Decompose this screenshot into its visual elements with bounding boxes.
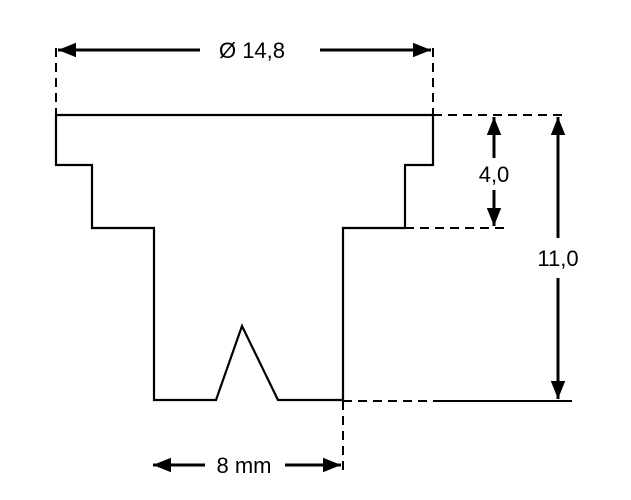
offset-label: 8 mm — [217, 453, 272, 478]
upper-height-label: 4,0 — [479, 162, 510, 187]
part-outline — [54, 113, 435, 402]
diameter-label: Ø 14,8 — [219, 38, 285, 63]
total-height-label: 11,0 — [537, 246, 578, 271]
